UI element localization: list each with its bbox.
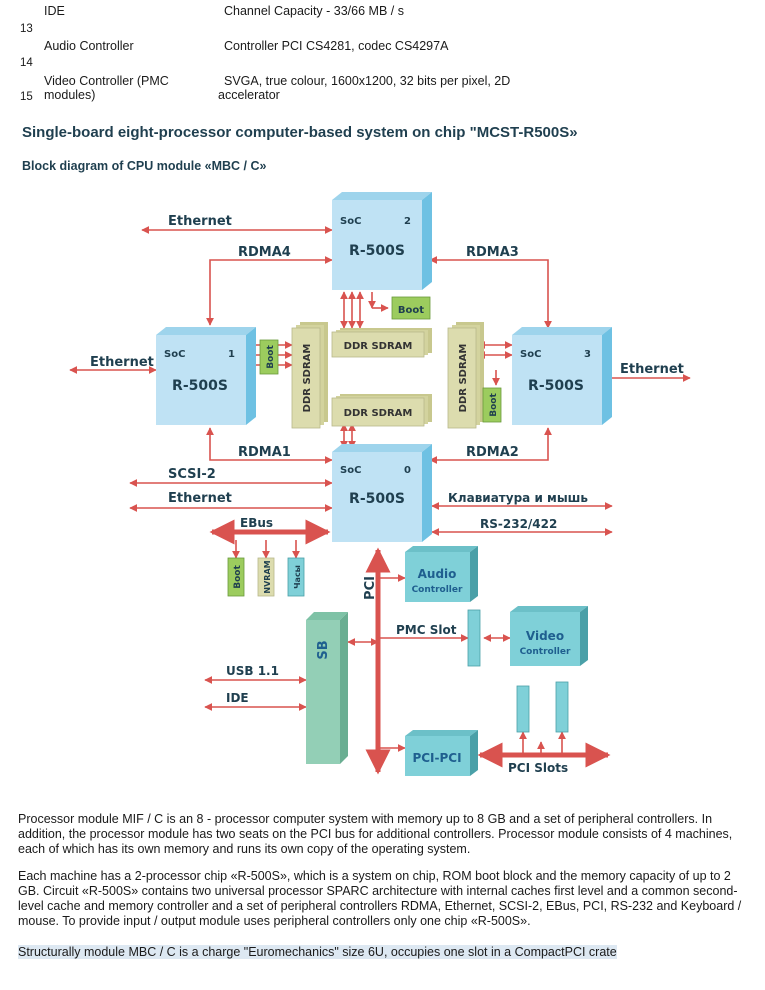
- ethernet-top-label: Ethernet: [168, 214, 232, 229]
- pci-pci-block: PCI-PCI: [405, 730, 478, 776]
- soc-3-num: 3: [584, 349, 591, 360]
- rdma2-label: RDMA2: [466, 445, 519, 460]
- soc-3-label: SoC: [520, 349, 541, 360]
- audio-controller-block: Audio Controller: [405, 546, 478, 602]
- spec-value-audio: Controller PCI CS4281, codec CS4297A: [224, 39, 449, 53]
- boot-left: Boot: [259, 339, 279, 375]
- diagram-caption: Block diagram of CPU module «MBC / C»: [22, 159, 267, 173]
- pci-label: PCI: [363, 576, 378, 600]
- spec-num-14: 14: [20, 57, 33, 69]
- soc-2-chip: R-500S: [349, 243, 405, 259]
- boot-ebus: Boot: [227, 557, 245, 597]
- rdma4-label: RDMA4: [238, 245, 291, 260]
- boot-left-label: Boot: [266, 345, 276, 369]
- ddr-top-label: DDR SDRAM: [344, 341, 413, 352]
- page-heading: Single-board eight-processor computer-ba…: [22, 124, 578, 141]
- spec-label-audio: Audio Controller: [44, 39, 134, 53]
- scsi-label: SCSI-2: [168, 467, 216, 482]
- paragraph-1: Processor module MIF / C is an 8 - proce…: [18, 812, 733, 856]
- usb-label: USB 1.1: [226, 664, 279, 678]
- video-sub-label: Controller: [520, 647, 571, 657]
- boot-right-label: Boot: [489, 393, 499, 417]
- boot-top-label: Boot: [398, 305, 424, 316]
- block-diagram: DDR SDRAM DDR SDRAM DDR SDRAM DDR SDRAM …: [69, 192, 691, 776]
- rdma1-label: RDMA1: [238, 445, 291, 460]
- pci-slot-board-1: [516, 685, 530, 733]
- soc-0-chip: R-500S: [349, 491, 405, 507]
- ddr-left: DDR SDRAM: [291, 322, 328, 429]
- ddr-right-label: DDR SDRAM: [458, 344, 469, 413]
- soc-0-num: 0: [404, 465, 411, 476]
- boot-top: Boot: [391, 296, 431, 320]
- spec-num-15: 15: [20, 91, 33, 103]
- spec-value-ide: Channel Capacity - 33/66 MB / s: [224, 4, 404, 18]
- soc-0-block: SoC 0 R-500S: [332, 444, 432, 542]
- soc-2-label: SoC: [340, 216, 361, 227]
- rs232-label: RS-232/422: [480, 517, 557, 531]
- boot-right: Boot: [482, 387, 502, 423]
- ethernet-left-label: Ethernet: [90, 355, 154, 370]
- soc-1-label: SoC: [164, 349, 185, 360]
- spec-label-video: Video Controller (PMC modules): [44, 74, 169, 102]
- pmc-slot-label: PMC Slot: [396, 623, 457, 637]
- ddr-bottom: DDR SDRAM: [331, 394, 432, 427]
- audio-sub-label: Controller: [412, 585, 463, 595]
- pci-slots-label: PCI Slots: [508, 761, 568, 775]
- soc-2-block: SoC 2 R-500S: [332, 192, 432, 290]
- soc-3-block: SoC 3 R-500S: [512, 327, 612, 425]
- keyboard-mouse-label: Клавиатура и мышь: [448, 491, 588, 505]
- boot-ebus-label: Boot: [233, 565, 243, 589]
- sb-block: SB: [306, 612, 348, 764]
- spec-num-13: 13: [20, 23, 33, 35]
- nvram-block: NVRAM: [257, 557, 275, 597]
- ide-label: IDE: [226, 691, 249, 705]
- soc-1-chip: R-500S: [172, 378, 228, 394]
- pci-slot-board-2: [555, 681, 569, 733]
- nvram-label: NVRAM: [263, 560, 272, 593]
- clock-block: Часы: [287, 557, 305, 597]
- soc-1-block: SoC 1 R-500S: [156, 327, 256, 425]
- ethernet-soc0-label: Ethernet: [168, 491, 232, 506]
- soc-2-num: 2: [404, 216, 411, 227]
- pci-pci-label: PCI-PCI: [412, 751, 461, 765]
- ddr-left-label: DDR SDRAM: [302, 344, 313, 413]
- video-controller-block: Video Controller: [510, 606, 588, 666]
- spec-value-video: SVGA, true colour, 1600x1200, 32 bits pe…: [218, 74, 511, 102]
- soc-0-label: SoC: [340, 465, 361, 476]
- rdma3-label: RDMA3: [466, 245, 519, 260]
- pmc-slot-board: [467, 609, 481, 667]
- soc-1-num: 1: [228, 349, 235, 360]
- spec-label-ide: IDE: [44, 4, 65, 18]
- ddr-right: DDR SDRAM: [447, 322, 484, 429]
- soc-3-chip: R-500S: [528, 378, 584, 394]
- ebus-label: EBus: [240, 516, 273, 530]
- audio-label: Audio: [418, 567, 457, 581]
- paragraph-3: Structurally module MBC / C is a charge …: [18, 945, 748, 960]
- video-label: Video: [526, 629, 564, 643]
- paragraph-2: Each machine has a 2-processor chip «R-5…: [18, 869, 742, 928]
- paragraph-3-text: Structurally module MBC / C is a charge …: [18, 945, 617, 959]
- ethernet-right-label: Ethernet: [620, 362, 684, 377]
- clock-label: Часы: [293, 565, 302, 589]
- sb-label: SB: [316, 640, 331, 659]
- ddr-top: DDR SDRAM: [331, 328, 432, 358]
- ddr-bottom-label: DDR SDRAM: [344, 408, 413, 419]
